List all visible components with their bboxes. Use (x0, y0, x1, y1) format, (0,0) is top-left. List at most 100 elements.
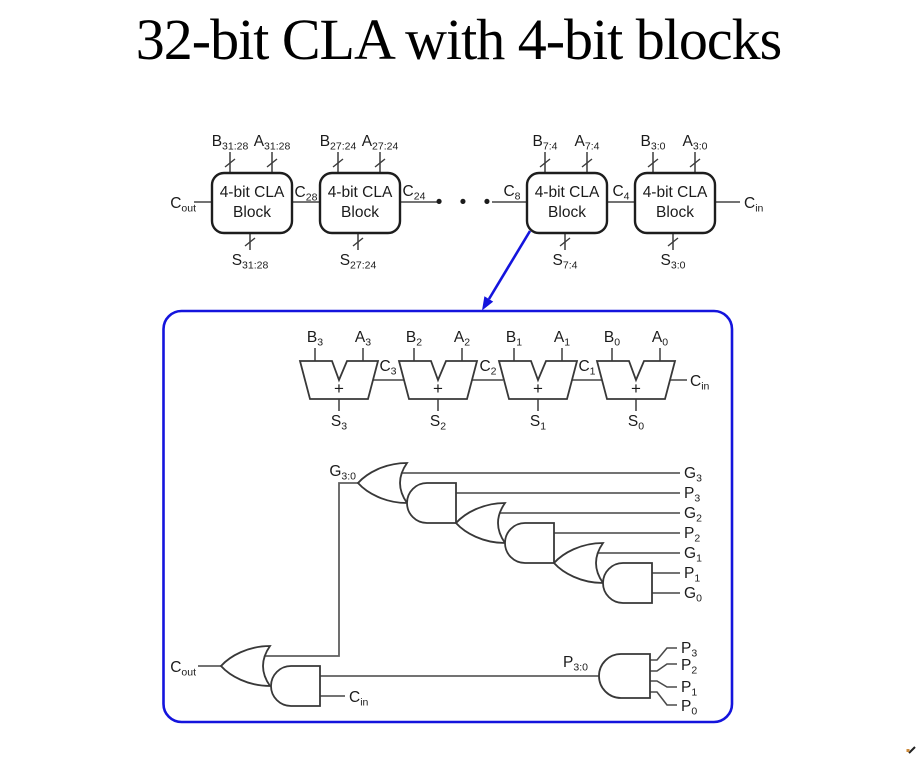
adder-symbol (298, 360, 380, 400)
s-bus-label: S7:4 (553, 252, 578, 272)
p2-input-stub (650, 663, 677, 672)
cla-block-label-line2: Block (341, 204, 379, 221)
full-adder-1: + B1 A1 S1 (497, 329, 579, 433)
s-bus-label: S3:0 (661, 252, 686, 272)
p0-input-stub (650, 691, 677, 706)
and-gate-p3 (406, 482, 457, 524)
b-input-label: B2 (406, 329, 422, 349)
bus-slash (539, 158, 551, 168)
a-input-label: A0 (652, 329, 668, 349)
adder-symbol (397, 360, 479, 400)
or-gate-g3 (356, 462, 409, 504)
bus-slash (689, 158, 701, 168)
cout-and-gate (270, 665, 321, 707)
s-output-label: S2 (430, 413, 446, 433)
cla-block-label-line2: Block (548, 204, 586, 221)
g0-label: G0 (684, 585, 702, 605)
adder-symbol (595, 360, 677, 400)
p30-label: P3:0 (563, 654, 588, 674)
s-output-label: S3 (331, 413, 347, 433)
a-bus-label: A31:28 (254, 133, 291, 153)
detail-callout-arrow (487, 230, 532, 300)
cla-block-box (525, 171, 609, 235)
adder-plus: + (334, 379, 344, 398)
bus-slash (581, 158, 593, 168)
bus-slash (559, 237, 571, 247)
or-gate-g1 (552, 542, 605, 584)
a-bus-label: A7:4 (575, 133, 600, 153)
carry-label-c24: C24 (403, 183, 426, 203)
a-input-label: A2 (454, 329, 470, 349)
s-bus-label: S31:28 (232, 252, 269, 272)
carry-label-c3: C3 (379, 358, 396, 378)
cla-block-31-28: 4-bit CLA Block B31:28 A31:28 S31:28 (210, 133, 294, 272)
cla-block-box (210, 171, 294, 235)
carry-label-c8: C8 (503, 183, 520, 203)
cla-block-3-0: 4-bit CLA Block B3:0 A3:0 S3:0 (633, 133, 717, 272)
a-bus-label: A3:0 (683, 133, 708, 153)
bus-slash (647, 158, 659, 168)
cla-block-label-line1: 4-bit CLA (643, 184, 708, 201)
a-input-label: A3 (355, 329, 371, 349)
cout-label: Cout (170, 195, 196, 215)
p3-input-label: P3 (681, 640, 697, 660)
cla-block-27-24: 4-bit CLA Block B27:24 A27:24 S27:24 (318, 133, 402, 272)
p3-input-stub (650, 647, 677, 661)
bus-slash (332, 158, 344, 168)
cla-block-chain: Cout Cin C28 C24 C8 C4 • • • 4-bit CLA B… (170, 133, 763, 272)
b-bus-label: B3:0 (641, 133, 666, 153)
cla-block-box (633, 171, 717, 235)
carry-out-logic: Cout Cin (170, 645, 600, 709)
bus-slash (244, 237, 256, 247)
g30-output-wire (265, 482, 358, 657)
carry-label-c2: C2 (479, 358, 496, 378)
group-generate-logic: G3:0 G3 P3 G2 P2 G1 P1 G0 (265, 462, 702, 657)
detail-callout-arrowhead (482, 296, 494, 311)
g1-label: G1 (684, 545, 702, 565)
detail-box (162, 309, 734, 724)
p1-label: P1 (684, 565, 700, 585)
adder-row: C3 C2 C1 Cin + B3 A3 S3 + (298, 329, 710, 433)
slide-title: 32-bit CLA with 4-bit blocks (135, 7, 782, 72)
b-bus-label: B27:24 (320, 133, 357, 153)
carry-label-c1: C1 (578, 358, 595, 378)
g3-label: G3 (684, 465, 702, 485)
bus-slash (266, 158, 278, 168)
b-input-label: B3 (307, 329, 323, 349)
p0-input-label: P0 (681, 698, 697, 718)
and-gate-p2 (504, 522, 555, 564)
s-bus-label: S27:24 (340, 252, 377, 272)
b-input-label: B1 (506, 329, 522, 349)
adder-plus: + (433, 379, 443, 398)
b-input-label: B0 (604, 329, 620, 349)
carry-label-c4: C4 (612, 183, 629, 203)
ellipsis-dots: • • • (436, 192, 497, 213)
full-adder-3: + B3 A3 S3 (298, 329, 380, 433)
bus-slash (374, 158, 386, 168)
cla-block-label-line2: Block (656, 204, 694, 221)
or-gate-g2 (454, 502, 507, 544)
p2-input-label: P2 (681, 657, 697, 677)
b-bus-label: B7:4 (533, 133, 558, 153)
cla-block-label-line2: Block (233, 204, 271, 221)
adder-cin-label: Cin (690, 373, 710, 393)
p1-input-label: P1 (681, 679, 697, 699)
cla-block-label-line1: 4-bit CLA (328, 184, 393, 201)
adder-symbol (497, 360, 579, 400)
bus-slash (352, 237, 364, 247)
carry-label-c28: C28 (295, 184, 318, 204)
p2-label: P2 (684, 525, 700, 545)
cin-label: Cin (744, 195, 764, 215)
a-bus-label: A27:24 (362, 133, 399, 153)
b-bus-label: B31:28 (212, 133, 249, 153)
g2-label: G2 (684, 505, 702, 525)
cla-block-label-line1: 4-bit CLA (535, 184, 600, 201)
s-output-label: S1 (530, 413, 546, 433)
p30-and-gate (598, 653, 651, 699)
corner-mark-dot (906, 749, 910, 752)
bus-slash (224, 158, 236, 168)
cla-block-7-4: 4-bit CLA Block B7:4 A7:4 S7:4 (525, 133, 609, 272)
full-adder-0: + B0 A0 S0 (595, 329, 677, 433)
